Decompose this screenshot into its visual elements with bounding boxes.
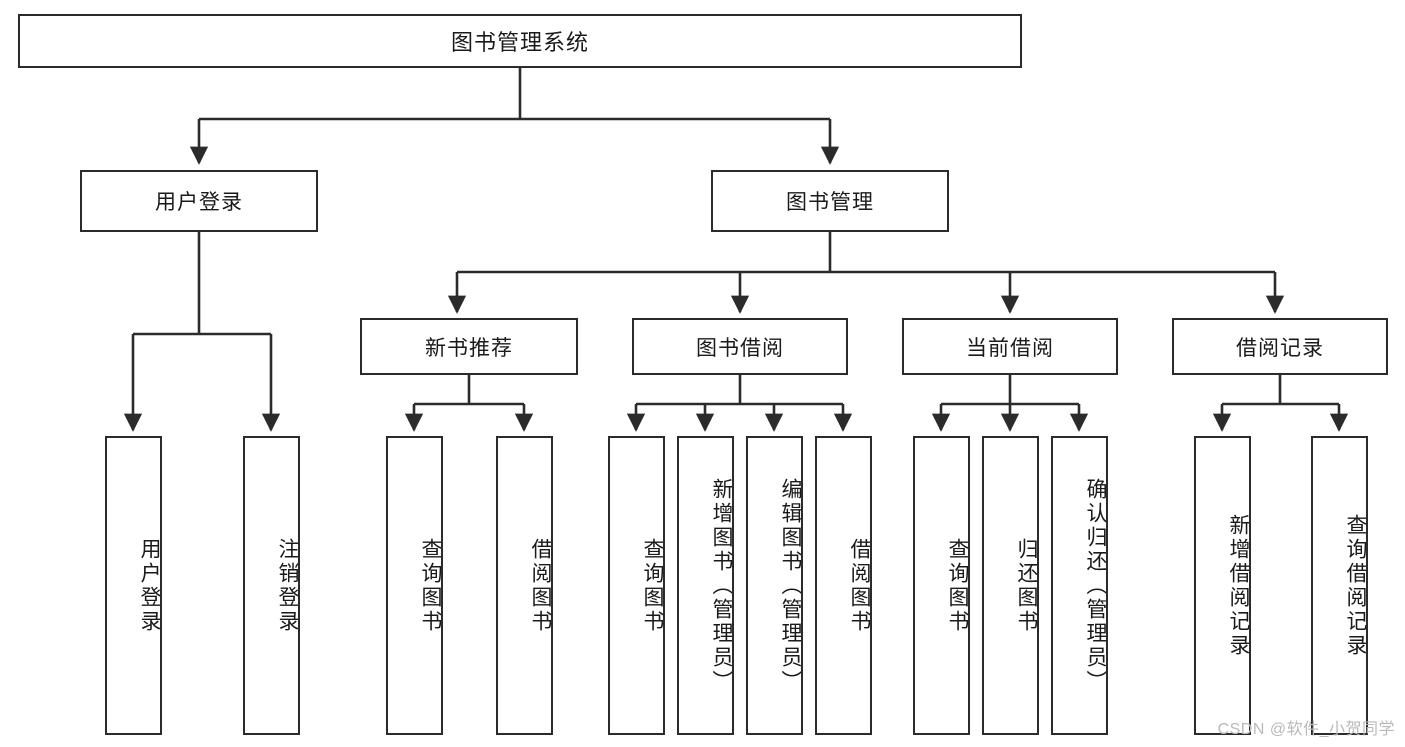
node-leaf-query-book-2[interactable]: 查询图书: [608, 436, 665, 735]
node-label: 图书管理系统: [450, 30, 589, 55]
node-label: 编辑图书（管理员）: [779, 477, 802, 694]
node-leaf-user-login[interactable]: 用户登录: [105, 436, 162, 735]
node-leaf-add-record[interactable]: 新增借阅记录: [1194, 436, 1251, 735]
node-leaf-borrow-book-1[interactable]: 借阅图书: [496, 436, 553, 735]
node-leaf-confirm-return[interactable]: 确认归还（管理员）: [1051, 436, 1108, 735]
node-label: 新增图书（管理员）: [710, 477, 733, 694]
csdn-watermark: CSDN @软件_小贺同学: [1217, 721, 1395, 738]
node-leaf-query-book-1[interactable]: 查询图书: [386, 436, 443, 735]
node-label: 查询图书: [419, 537, 442, 634]
node-borrow-record[interactable]: 借阅记录: [1172, 318, 1388, 375]
node-label: 借阅记录: [1236, 336, 1324, 360]
node-label: 当前借阅: [966, 336, 1054, 360]
node-label: 借阅图书: [848, 537, 871, 634]
node-leaf-edit-book[interactable]: 编辑图书（管理员）: [746, 436, 803, 735]
node-label: 图书管理: [786, 191, 874, 214]
node-leaf-logout[interactable]: 注销登录: [243, 436, 300, 735]
node-label: 注销登录: [276, 537, 299, 634]
node-label: 确认归还（管理员）: [1084, 477, 1107, 694]
node-leaf-add-book[interactable]: 新增图书（管理员）: [677, 436, 734, 735]
node-leaf-borrow-book-2[interactable]: 借阅图书: [815, 436, 872, 735]
node-root-book-management-system[interactable]: 图书管理系统: [18, 14, 1022, 68]
node-leaf-query-record[interactable]: 查询借阅记录: [1311, 436, 1368, 735]
node-label: 查询借阅记录: [1344, 513, 1367, 658]
node-leaf-query-book-3[interactable]: 查询图书: [913, 436, 970, 735]
node-user-login[interactable]: 用户登录: [80, 170, 318, 232]
node-label: 新书推荐: [425, 336, 513, 360]
node-label: 归还图书: [1015, 537, 1038, 634]
node-new-book-recommend[interactable]: 新书推荐: [360, 318, 578, 375]
node-book-manage[interactable]: 图书管理: [711, 170, 949, 232]
node-leaf-return-book[interactable]: 归还图书: [982, 436, 1039, 735]
node-label: 图书借阅: [696, 336, 784, 360]
node-label: 借阅图书: [529, 537, 552, 634]
node-label: 用户登录: [155, 191, 243, 214]
node-label: 用户登录: [138, 537, 161, 634]
node-label: 查询图书: [641, 537, 664, 634]
node-label: 查询图书: [946, 537, 969, 634]
node-book-borrow[interactable]: 图书借阅: [632, 318, 848, 375]
node-label: 新增借阅记录: [1227, 513, 1250, 658]
node-current-borrow[interactable]: 当前借阅: [902, 318, 1118, 375]
